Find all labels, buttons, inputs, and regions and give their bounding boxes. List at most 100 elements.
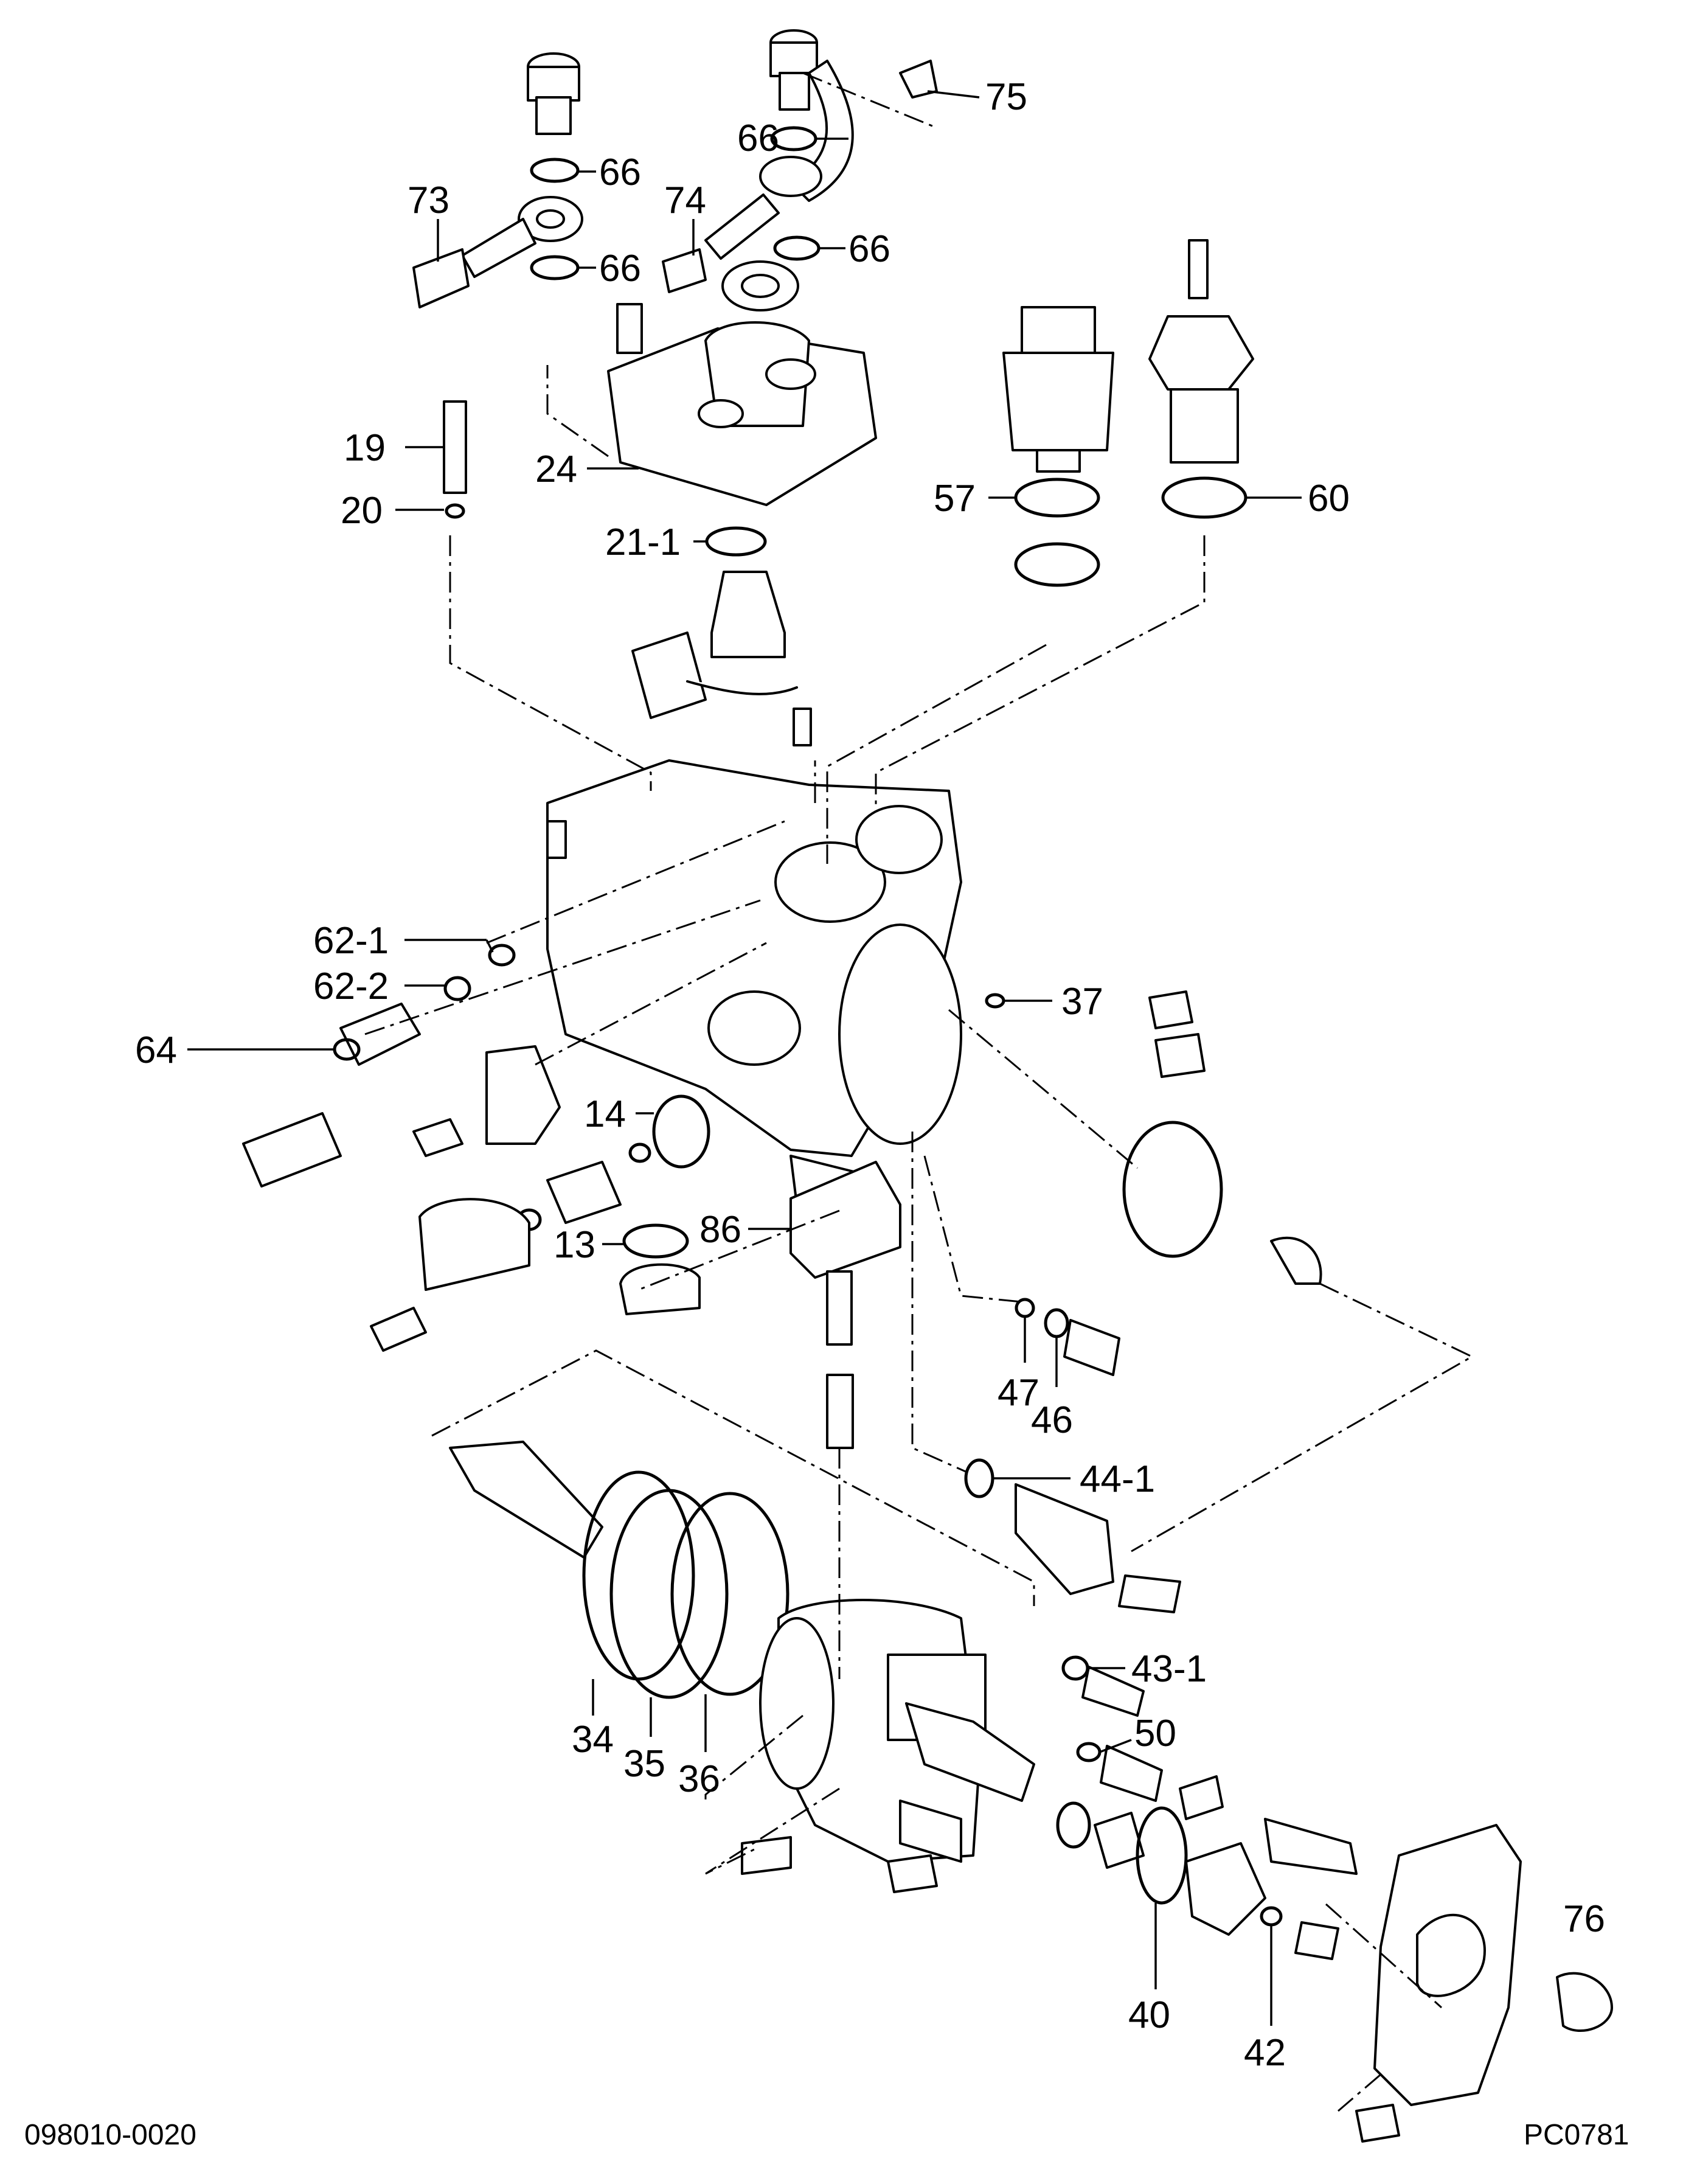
callout-73: 73 [408, 179, 449, 221]
callout-75: 75 [985, 76, 1027, 118]
callout-35: 35 [623, 1743, 665, 1785]
washer-66d [773, 235, 821, 261]
callout-60: 60 [1308, 478, 1350, 520]
fitting-50 [1100, 1745, 1163, 1802]
plug-62 [339, 1003, 421, 1066]
banjo-bolt-right [769, 29, 818, 111]
callout-46: 46 [1031, 1399, 1073, 1441]
callout-14: 14 [584, 1093, 626, 1135]
ring-36 [670, 1492, 789, 1696]
callout-62-2: 62-2 [313, 965, 389, 1007]
oring-60 [1161, 476, 1248, 519]
delivery-valve-a [905, 1702, 1035, 1802]
pin-19 [443, 400, 467, 494]
callout-86: 86 [699, 1209, 741, 1251]
timer-spring [546, 1161, 622, 1224]
bracket-86 [789, 1161, 901, 1279]
bolt-42 [1294, 1921, 1339, 1960]
callout-13: 13 [553, 1224, 595, 1266]
ring-35 [609, 1489, 729, 1699]
callout-36: 36 [678, 1758, 720, 1800]
oring-62-2 [443, 976, 471, 1001]
plunger [826, 1270, 853, 1346]
oring-43-1 [1061, 1655, 1089, 1681]
cut-valve-57 [1002, 306, 1114, 473]
bolt-end-plate [1355, 2104, 1400, 2143]
bolt-cap [370, 1307, 427, 1352]
callout-19: 19 [344, 427, 386, 469]
callout-66-a: 66 [737, 117, 779, 159]
bearing-clip [1270, 1236, 1322, 1285]
oring-46 [1044, 1308, 1069, 1338]
washer-57 [1014, 542, 1100, 587]
bolt-44 [1118, 1574, 1181, 1613]
part-drawings [242, 29, 1613, 2143]
sensor-64 [242, 1112, 342, 1188]
fitting-43 [1081, 1666, 1145, 1717]
washer-right [1056, 1801, 1091, 1849]
ring-large [1122, 1121, 1223, 1258]
callout-44-1: 44-1 [1080, 1458, 1155, 1500]
ring-20 [445, 503, 465, 519]
callout-leaders [187, 90, 1302, 2026]
overflow-pipe [789, 60, 854, 202]
solenoid-valve [631, 571, 812, 746]
plunger-spring [826, 1374, 854, 1449]
nut-right [1094, 1812, 1145, 1869]
plug-46 [1063, 1319, 1120, 1376]
oring-13 [622, 1223, 689, 1259]
washer-50 [1076, 1742, 1102, 1762]
callout-62-1: 62-1 [313, 920, 389, 962]
callout-66-d: 66 [848, 228, 890, 270]
oring-37 [985, 993, 1005, 1009]
ring-34 [582, 1470, 695, 1681]
callout-66-c: 66 [599, 248, 641, 290]
callout-66-b: 66 [599, 151, 641, 193]
callout-57: 57 [934, 478, 976, 520]
sensor-44-1 [1015, 1483, 1114, 1595]
key-37 [1154, 1033, 1206, 1078]
clip-75 [899, 60, 938, 99]
drive-shaft [449, 1441, 603, 1559]
callout-64: 64 [135, 1029, 177, 1071]
clip-74 [662, 248, 707, 293]
timer-piston [619, 1263, 701, 1315]
delivery-valve-b [899, 1800, 962, 1863]
banjo-eye-right [759, 156, 822, 197]
callout-74: 74 [664, 179, 706, 221]
callout-47: 47 [998, 1372, 1039, 1414]
oring-40 [1136, 1806, 1188, 1905]
callout-34: 34 [572, 1719, 614, 1761]
washer-47 [1015, 1298, 1035, 1318]
callout-40: 40 [1128, 1994, 1170, 2036]
bolt-head-2 [887, 1854, 938, 1893]
timer-end-cap [418, 1198, 530, 1291]
callout-24: 24 [535, 448, 577, 490]
pipe-stub-74 [704, 193, 780, 260]
washer-66c [770, 126, 817, 151]
end-plate-cutout [1416, 1914, 1486, 1997]
banjo-bolt-left [527, 52, 580, 135]
regulator-40 [1185, 1842, 1266, 1936]
washer-42 [1260, 1906, 1283, 1927]
figure-code: PC0781 [1524, 2119, 1629, 2151]
assembly-lines [364, 72, 1474, 2112]
sensor-60 [1148, 239, 1254, 464]
oring-57 [1014, 478, 1100, 518]
oring-62-1 [488, 944, 516, 967]
pin-37 [1148, 990, 1193, 1029]
timer-cover [485, 1045, 561, 1145]
callout-37: 37 [1061, 981, 1103, 1023]
callout-42: 42 [1244, 2032, 1286, 2074]
callout-21-1: 21-1 [605, 521, 681, 563]
oring-44-1 [964, 1458, 994, 1498]
bolt-head [741, 1836, 792, 1875]
plug-76 [1556, 1972, 1613, 2033]
oring-21-1 [705, 526, 767, 557]
governor-cover-24 [607, 260, 877, 506]
valve-right [1264, 1818, 1358, 1875]
callout-76: 76 [1563, 1898, 1605, 1940]
callout-labels: 75 66 66 66 66 73 74 19 20 24 21-1 57 60… [135, 76, 1605, 2074]
washer-66a [530, 158, 580, 183]
